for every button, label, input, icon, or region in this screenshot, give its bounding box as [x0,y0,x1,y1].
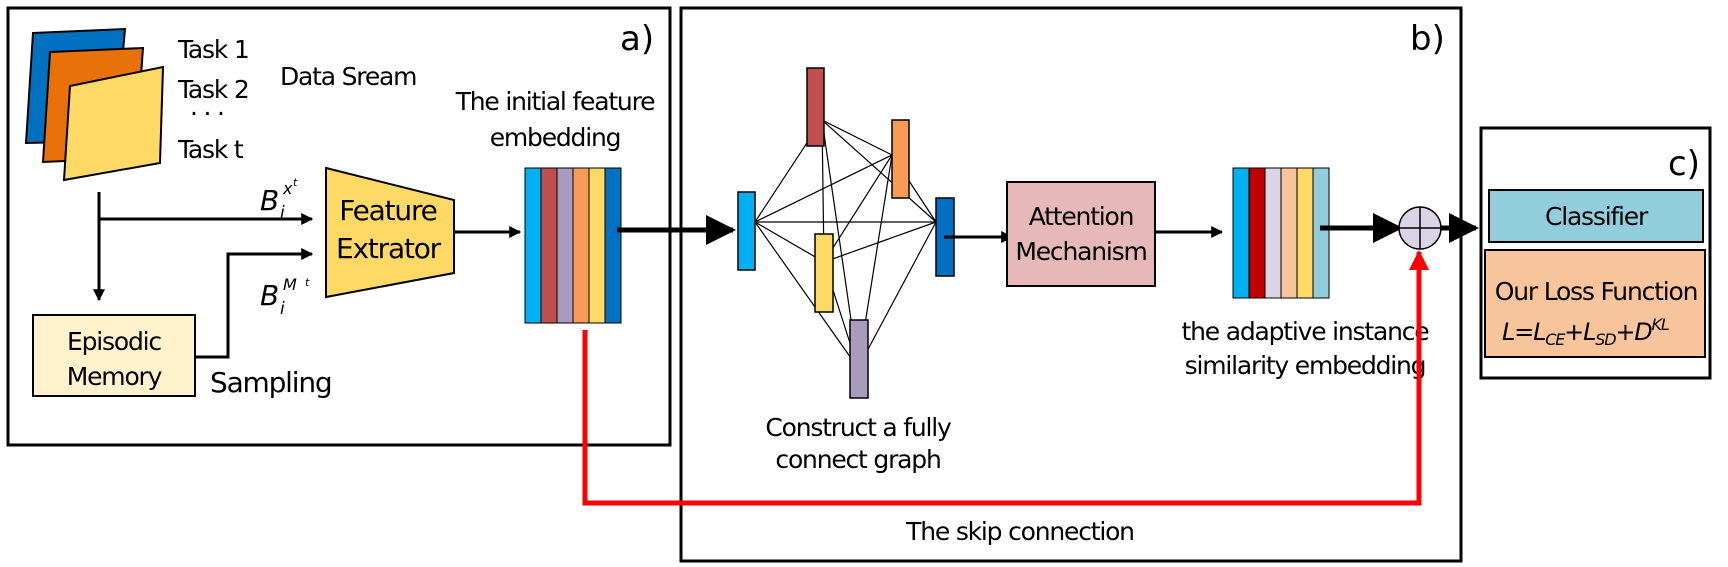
graph-edge [823,154,893,263]
graph-edge [754,221,825,263]
adaptive-embedding-line2: similarity embedding [1185,351,1426,380]
bm-arrow [195,248,314,359]
embedding-stripe [1312,167,1330,299]
attention-mechanism-box [1006,181,1156,287]
adaptive-embedding-vector [1232,167,1330,299]
graph-edge [823,221,937,263]
svg-text:i: i [280,299,285,319]
classifier-label: Classifier [1545,202,1649,231]
embedding-stripe [1248,167,1266,299]
svg-text:t: t [305,276,310,289]
skip-connection-label: The skip connection [905,517,1134,546]
skip-connection-line [582,250,1429,506]
embedding-stripe [604,167,622,324]
sampling-label: Sampling [210,366,331,399]
panel-b-label: b) [1410,19,1445,59]
graph-nodes [737,67,955,399]
embedding-stripe [588,167,606,324]
graph-edge [857,221,937,369]
panel-a-label: a) [620,19,654,59]
data-stream-label: Data Sream [280,62,416,91]
embedding-stripe [572,167,590,324]
svg-text:M: M [283,275,297,294]
attention-line1: Attention [1029,202,1134,231]
task-2-label: Task 2 [177,75,249,104]
initial-embedding-line1: The initial feature [455,87,655,116]
loss-formula: L=LCE+LSD+DKL [1502,315,1670,349]
bx-label: B i x t [260,176,299,223]
graph-edge [821,119,893,156]
svg-text:x: x [282,179,293,198]
feature-extractor-line2: Extrator [336,232,442,265]
svg-text:B: B [260,184,278,217]
classifier-box [1488,189,1704,243]
panel-c-frame [1479,126,1712,380]
embedding-stripe [1232,167,1250,299]
episodic-memory-box [32,314,196,397]
initial-embedding-vector [524,167,622,324]
task-t-label: Task t [177,135,244,164]
graph-caption-line1: Construct a fully [765,413,952,442]
graph-node-purple [849,319,869,399]
graph-node-orange [891,119,910,199]
initial-embedding-line2: embedding [490,123,621,152]
panel-c-label: c) [1668,144,1700,184]
feature-extractor-block [325,166,455,299]
task-ellipsis: · · · [190,99,224,128]
attention-line2: Mechanism [1015,237,1146,266]
graph-caption-line2: connect graph [775,445,940,474]
feature-extractor-line1: Feature [339,194,436,227]
svg-text:B: B [260,279,278,312]
embedding-stripe [556,167,574,324]
graph-edge [821,119,937,223]
graph-node-blue [737,191,756,271]
embedding-stripe [1296,167,1314,299]
svg-text:L=LCE+LSD+DKL: L=LCE+LSD+DKL [1502,315,1669,349]
bm-label: B i M t [260,275,311,319]
graph-node-yellow [814,233,834,313]
embedding-stripe [524,167,542,324]
embedding-stripe [1264,167,1282,299]
graph-node-red [806,67,825,147]
panel-b-frame [679,6,1463,563]
sum-node-icon [1398,206,1442,250]
episodic-memory-line2: Memory [67,362,163,391]
adaptive-embedding-line1: the adaptive instance [1182,317,1430,346]
episodic-memory-line1: Episodic [67,327,161,356]
svg-text:t: t [293,176,298,189]
task-1-label: Task 1 [177,35,249,64]
loss-function-box [1484,249,1706,358]
graph-edge [754,221,859,369]
task-stack-icon [24,27,165,182]
svg-text:i: i [280,203,285,223]
panel-a-frame [6,6,672,447]
loss-title: Our Loss Function [1495,277,1697,306]
embedding-stripe [1280,167,1298,299]
embedding-stripe [540,167,558,324]
